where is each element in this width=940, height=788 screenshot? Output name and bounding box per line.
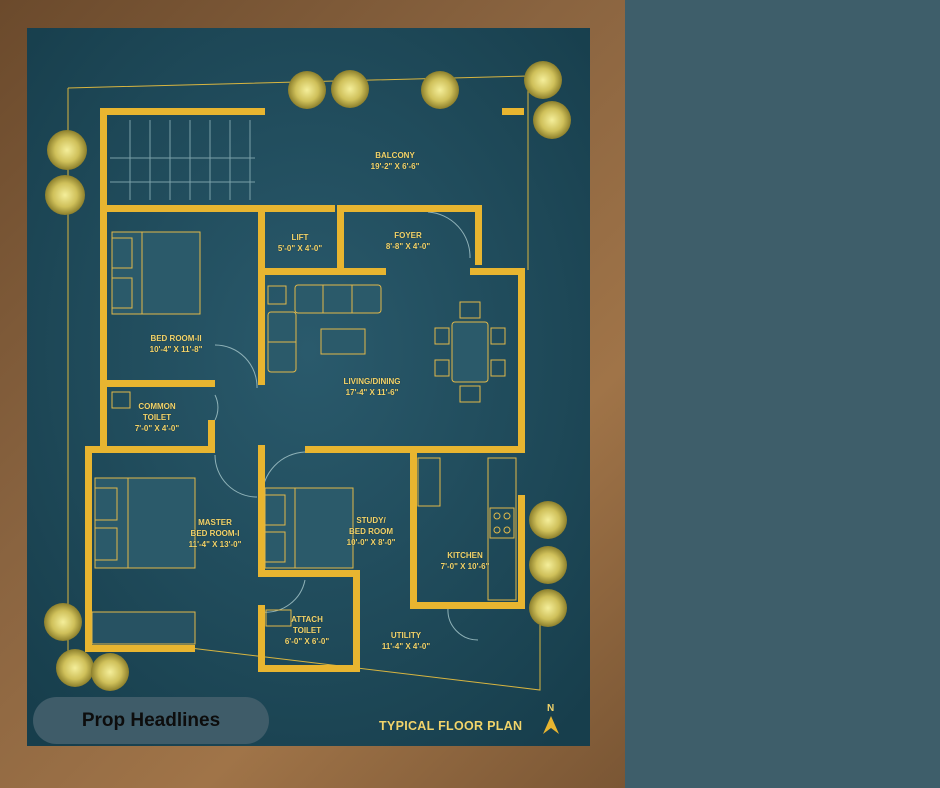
- label-balcony: BALCONY 19'-2" X 6'-6": [370, 151, 420, 171]
- label-kitchen: KITCHEN 7'-0" X 10'-6": [440, 551, 490, 571]
- tree: [288, 71, 326, 109]
- brand-badge: Prop Headlines: [33, 697, 269, 744]
- tree: [56, 649, 94, 687]
- tree: [529, 501, 567, 539]
- coffee-table: [320, 328, 366, 355]
- bed-study: [264, 487, 354, 569]
- tree: [533, 101, 571, 139]
- plan-title: TYPICAL FLOOR PLAN: [379, 719, 523, 733]
- tree: [421, 71, 459, 109]
- label-attach-toilet: ATTACH TOILET 6'-0" X 6'-0": [284, 615, 330, 646]
- label-utility: UTILITY 11'-4" X 4'-0": [381, 631, 431, 651]
- label-bedroom-2: BED ROOM-II 10'-4" X 11'-8": [149, 334, 203, 354]
- wardrobe-master: [91, 611, 196, 645]
- bed-bedroom-2: [111, 231, 201, 315]
- tree: [524, 61, 562, 99]
- tree: [91, 653, 129, 691]
- side-table: [267, 285, 287, 305]
- label-living-dining: LIVING/DINING 17'-4" X 11'-6": [343, 377, 401, 397]
- walls: [85, 108, 525, 672]
- kitchen-sink: [417, 457, 441, 507]
- tree: [529, 546, 567, 584]
- label-lift: LIFT 5'-0" X 4'-0": [277, 233, 323, 253]
- north-label: N: [547, 703, 555, 714]
- label-foyer: FOYER 8'-8" X 4'-0": [385, 231, 431, 251]
- tree: [331, 70, 369, 108]
- tree: [47, 130, 87, 170]
- kitchen-stove: [489, 507, 515, 539]
- north-arrow-icon: [543, 716, 559, 734]
- bed-master: [94, 477, 196, 569]
- tree: [45, 175, 85, 215]
- tree: [529, 589, 567, 627]
- label-common-toilet: COMMON TOILET 7'-0" X 4'-0": [134, 402, 180, 433]
- tree: [44, 603, 82, 641]
- staircase: [110, 120, 255, 200]
- floor-plan-drawing: [27, 28, 590, 746]
- basin-common: [111, 391, 131, 409]
- landscape-trees: [44, 61, 571, 691]
- sofa-three-seat: [294, 284, 382, 314]
- toilet-fixture-attach: [265, 609, 292, 627]
- label-master-bedroom: MASTER BED ROOM-I 11'-4" X 13'-0": [188, 518, 242, 549]
- dining-table: [451, 321, 489, 383]
- kitchen-counter: [487, 457, 517, 601]
- label-study-bedroom: STUDY/ BED ROOM 10'-0" X 8'-0": [346, 516, 396, 547]
- furniture: [91, 231, 517, 645]
